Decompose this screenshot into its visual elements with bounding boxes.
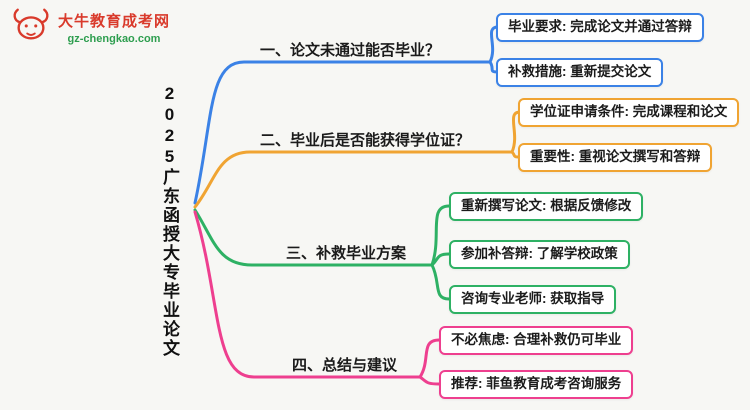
- leaf-node-3-1: 重新撰写论文: 根据反馈修改: [449, 192, 644, 222]
- site-url: gz-chengkao.com: [67, 33, 161, 45]
- leaf-node-1-2: 补救措施: 重新提交论文: [496, 58, 664, 88]
- leaf-node-2-2: 重要性: 重视论文撰写和答辩: [518, 143, 713, 173]
- root-node: 2025广东函授大专毕业论文: [160, 84, 179, 358]
- branch-node-3: 三、补救毕业方案: [286, 245, 407, 262]
- leaf-node-4-1: 不必焦虑: 合理补救仍可毕业: [439, 326, 634, 356]
- bull-icon: [10, 6, 52, 49]
- leaf-node-4-2: 推荐: 菲鱼教育成考咨询服务: [439, 370, 634, 400]
- branch-node-2: 二、毕业后是否能获得学位证？: [260, 132, 471, 149]
- branch-node-1: 一、论文未通过能否毕业？: [260, 42, 441, 59]
- leaf-node-3-2: 参加补答辩: 了解学校政策: [449, 240, 630, 270]
- leaf-node-1-1: 毕业要求: 完成论文并通过答辩: [496, 13, 704, 43]
- leaf-node-3-3: 咨询专业老师: 获取指导: [449, 285, 617, 315]
- site-name: 大牛教育成考网: [58, 13, 171, 30]
- leaf-node-2-1: 学位证申请条件: 完成课程和论文: [518, 98, 740, 128]
- branch-node-4: 四、总结与建议: [292, 357, 398, 374]
- site-logo: 大牛教育成考网 gz-chengkao.com: [10, 6, 170, 49]
